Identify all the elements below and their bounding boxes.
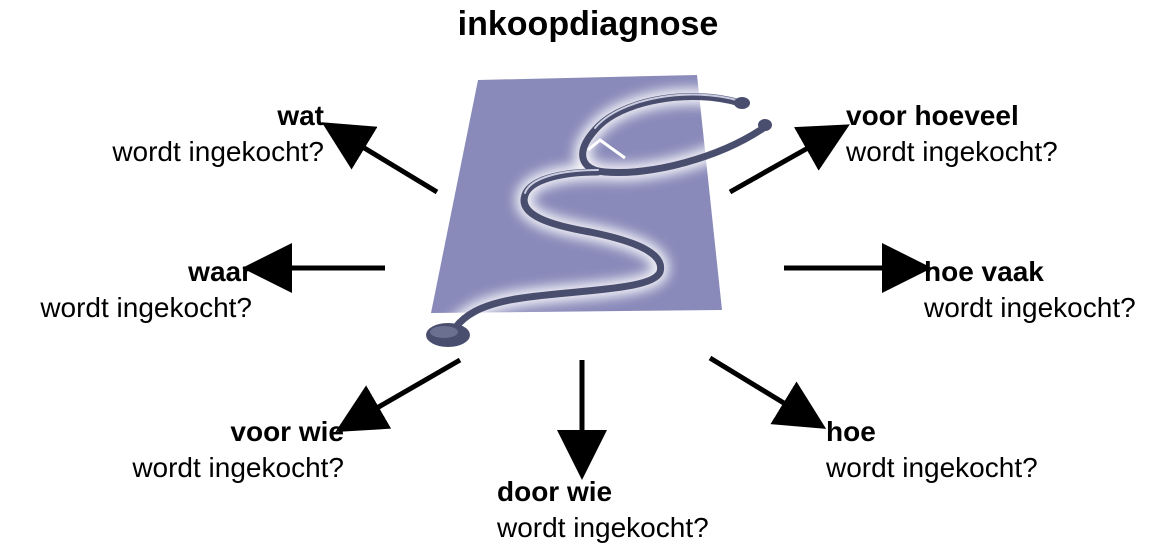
stethoscope-icon — [426, 88, 773, 347]
label-wat: wat wordt ingekocht? — [40, 98, 324, 170]
arrow-voor-hoeveel — [728, 124, 850, 195]
sub-text: wordt ingekocht? — [846, 136, 1058, 167]
label-hoe: hoe wordt ingekocht? — [826, 414, 1126, 486]
question-text: hoe vaak — [924, 256, 1044, 287]
sub-text: wordt ingekocht? — [826, 452, 1038, 483]
label-voor-hoeveel: voor hoeveel wordt ingekocht? — [846, 98, 1146, 170]
question-text: hoe — [826, 416, 876, 447]
label-hoe-vaak: hoe vaak wordt ingekocht? — [924, 254, 1174, 326]
arrow-hoe — [708, 355, 827, 429]
sub-text: wordt ingekocht? — [132, 452, 344, 483]
arrow-wat — [321, 122, 439, 195]
central-panel — [431, 75, 722, 313]
label-waar: waar wordt ingekocht? — [0, 254, 252, 326]
diagram-title: inkoopdiagnose — [457, 5, 719, 43]
label-door-wie: door wie wordt ingekocht? — [497, 474, 797, 546]
sub-text: wordt ingekocht? — [924, 292, 1136, 323]
question-text: door wie — [497, 476, 613, 507]
question-text: wat — [277, 100, 324, 131]
label-voor-wie: voor wie wordt ingekocht? — [60, 414, 344, 486]
sub-text: wordt ingekocht? — [497, 512, 709, 543]
question-text: waar — [188, 256, 252, 287]
arrow-voor-wie — [335, 357, 462, 433]
sub-text: wordt ingekocht? — [40, 292, 252, 323]
question-text: voor wie — [230, 416, 344, 447]
question-text: voor hoeveel — [846, 100, 1019, 131]
sub-text: wordt ingekocht? — [112, 136, 324, 167]
